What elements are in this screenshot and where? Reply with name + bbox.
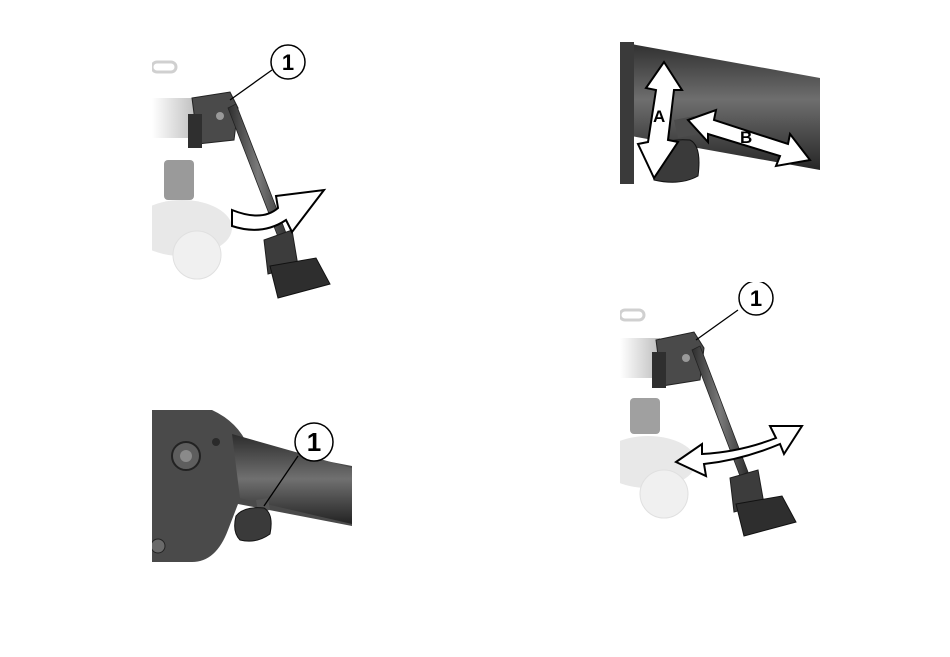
figure-knob-detail: 1	[152, 410, 352, 562]
callout-number: 1	[307, 427, 321, 457]
adjustment-knob	[235, 508, 271, 541]
foot-plate	[264, 230, 330, 298]
callout-number: 1	[282, 50, 294, 75]
arrow-b-label: B	[740, 128, 752, 147]
figure-footrest-pivot: 1	[620, 282, 810, 542]
figure-footrest-swing-out: 1	[152, 40, 342, 302]
callout-leader	[230, 70, 272, 100]
callout-number: 1	[750, 286, 762, 311]
figure-adjust-directions: A B	[620, 42, 820, 184]
foot-plate	[730, 470, 796, 536]
arrow-a-label: A	[653, 107, 665, 126]
callout-leader	[696, 310, 738, 340]
